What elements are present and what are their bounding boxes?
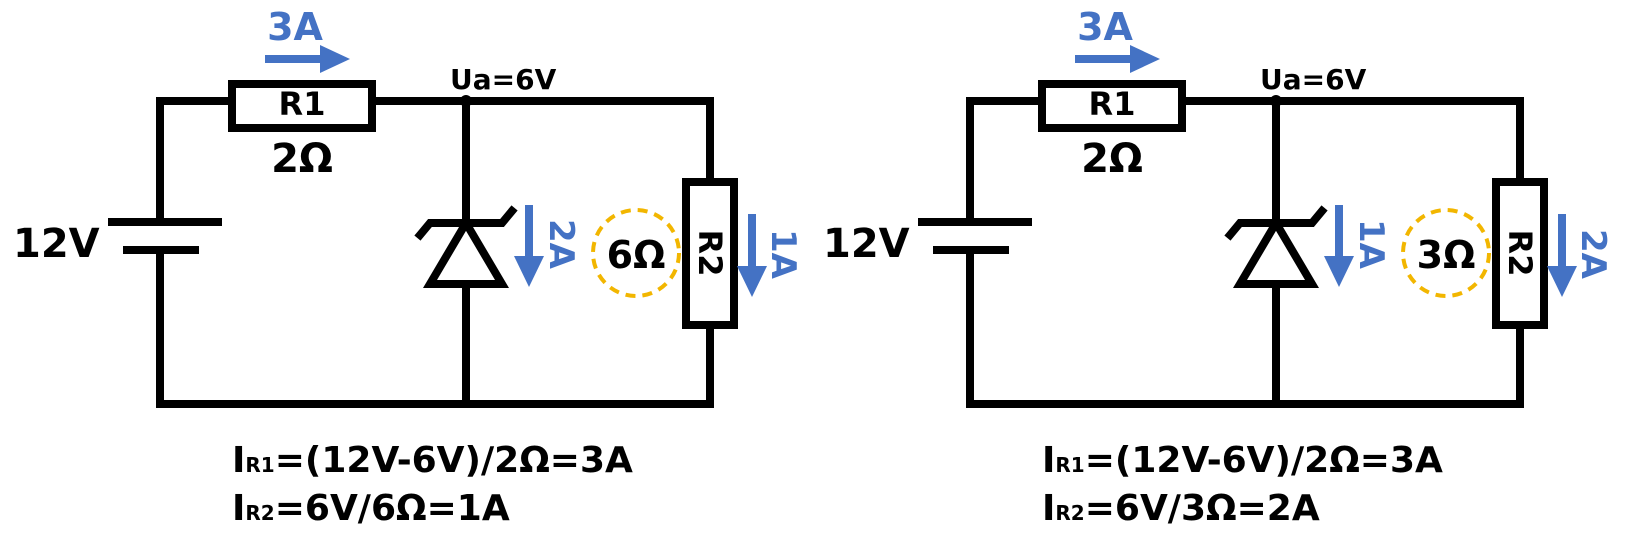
r1-name-label: R1: [279, 85, 326, 123]
r1-name-label: R1: [1089, 85, 1136, 123]
r2-name-label: R2: [691, 230, 729, 277]
supply-label: 12V: [823, 221, 910, 267]
node-voltage-label: Ua=6V: [1260, 63, 1367, 96]
equation-r1: IR1=(12V-6V)/2Ω=3A: [232, 440, 633, 481]
circuit-1: 12V R1 2Ω 3A Ua=6V 2A 6Ω R2 1A IR1=(12V-…: [13, 5, 803, 529]
r2-current-label: 2A: [1573, 229, 1613, 280]
zener-current-label: 2A: [541, 219, 581, 270]
r1-value-label: 2Ω: [271, 136, 333, 182]
r2-value-label: 6Ω: [607, 233, 666, 277]
r1-current-label: 3A: [267, 5, 323, 49]
supply-label: 12V: [13, 221, 100, 267]
r2-name-label: R2: [1501, 230, 1539, 277]
r2-current-label: 1A: [763, 229, 803, 280]
zener-current-label: 1A: [1351, 219, 1391, 270]
equation-r2: IR2=6V/6Ω=1A: [232, 488, 510, 529]
equation-r2: IR2=6V/3Ω=2A: [1042, 488, 1320, 529]
r1-value-label: 2Ω: [1081, 136, 1143, 182]
equation-r1: IR1=(12V-6V)/2Ω=3A: [1042, 440, 1443, 481]
circuit-2: 12V R1 2Ω 3A Ua=6V 1A 3Ω R2 2A IR1=(12V-…: [823, 5, 1613, 529]
node-voltage-label: Ua=6V: [450, 63, 557, 96]
r2-value-label: 3Ω: [1417, 233, 1476, 277]
r1-current-label: 3A: [1077, 5, 1133, 49]
